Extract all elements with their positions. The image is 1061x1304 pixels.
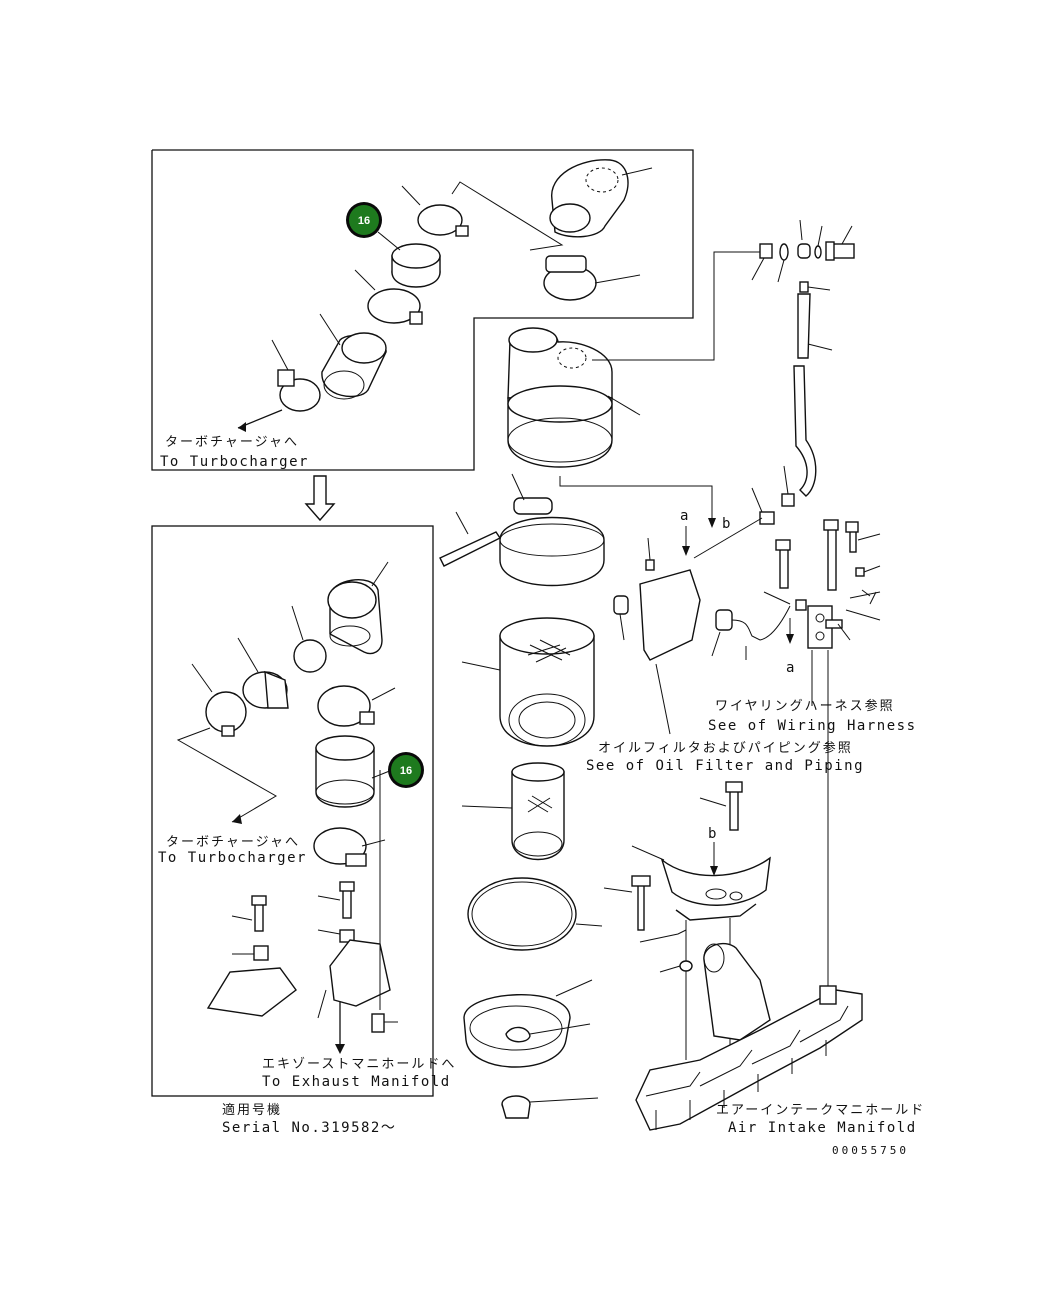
evacuator-valve xyxy=(501,1095,599,1119)
dust-cover xyxy=(463,979,593,1068)
ref-b-top: b xyxy=(722,516,732,532)
clamp-lower-1 xyxy=(291,605,327,673)
elbow-hose-lower xyxy=(327,561,389,655)
vacuum-hose xyxy=(751,281,833,525)
turbo-label-jp-bottom: ターボチャージャへ xyxy=(166,835,300,850)
badge-16-lower: 16 xyxy=(371,752,424,788)
ref-a-top: a xyxy=(680,508,690,524)
wiring-label-en: See of Wiring Harness xyxy=(708,718,917,734)
serial-label-en: Serial No.319582〜 xyxy=(222,1120,396,1136)
lower-detail-frame xyxy=(151,525,434,1097)
housing-band xyxy=(439,473,605,587)
exhaust-label-en: To Exhaust Manifold xyxy=(262,1074,451,1090)
upper-detail-frame xyxy=(151,149,694,471)
sleeve-top xyxy=(377,231,441,288)
oil-label-jp: オイルフィルタおよびパイピング参照 xyxy=(598,740,853,756)
ref-b-bottom: b xyxy=(708,826,718,842)
switch-bracket: a xyxy=(763,519,881,1000)
drawing-number: 00055750 xyxy=(832,1144,909,1157)
clamp-mid xyxy=(354,269,423,325)
badge-16-top: 16 xyxy=(346,202,382,238)
oil-label-en: See of Oil Filter and Piping xyxy=(586,758,864,774)
wiring-label-jp: ワイヤリングハーネス参照 xyxy=(715,698,895,714)
serial-label-jp: 適用号機 xyxy=(222,1102,282,1118)
elbow-hose-top xyxy=(549,159,653,238)
turbo-label-jp-top: ターボチャージャへ xyxy=(165,435,299,450)
sensor-bracket xyxy=(613,537,791,661)
leader-oil xyxy=(655,663,671,735)
fitting-hardware-top xyxy=(751,219,855,283)
clamp-top xyxy=(401,181,564,251)
leader-housing-b xyxy=(592,251,760,361)
clamp-lower-5 xyxy=(313,827,386,867)
primary-element xyxy=(461,617,595,747)
clamp-lower-3 xyxy=(176,663,277,824)
exhaust-label-jp: エキゾーストマニホールドへ xyxy=(262,1057,456,1072)
o-ring xyxy=(467,877,603,951)
air-intake-manifold xyxy=(635,942,863,1131)
hose-lower-2 xyxy=(237,637,289,709)
hose-lower xyxy=(319,313,387,400)
ref-a-b-top: a b xyxy=(559,476,763,559)
mounting-bracket-lower: b xyxy=(603,781,771,1060)
intake-label-jp: エアーインテークマニホールド xyxy=(716,1103,925,1118)
clamp-lower-4 xyxy=(317,685,396,727)
clamp-right xyxy=(543,255,641,301)
turbo-label-en-top: To Turbocharger xyxy=(160,454,309,470)
turbo-label-en-bottom: To Turbocharger xyxy=(158,850,307,866)
air-cleaner-housing xyxy=(507,385,641,468)
clamp-low xyxy=(237,339,321,432)
intake-label-en: Air Intake Manifold xyxy=(728,1120,917,1136)
sleeve-lower xyxy=(315,735,375,808)
bracket-assembly-lower xyxy=(206,770,398,1054)
badge-label: 16 xyxy=(400,765,412,777)
badge-label: 16 xyxy=(358,215,370,227)
air-cleaner-inlet-elbow xyxy=(507,327,613,399)
safety-element xyxy=(461,762,565,861)
ref-a-bottom: a xyxy=(786,660,796,676)
transition-arrow xyxy=(304,475,336,522)
